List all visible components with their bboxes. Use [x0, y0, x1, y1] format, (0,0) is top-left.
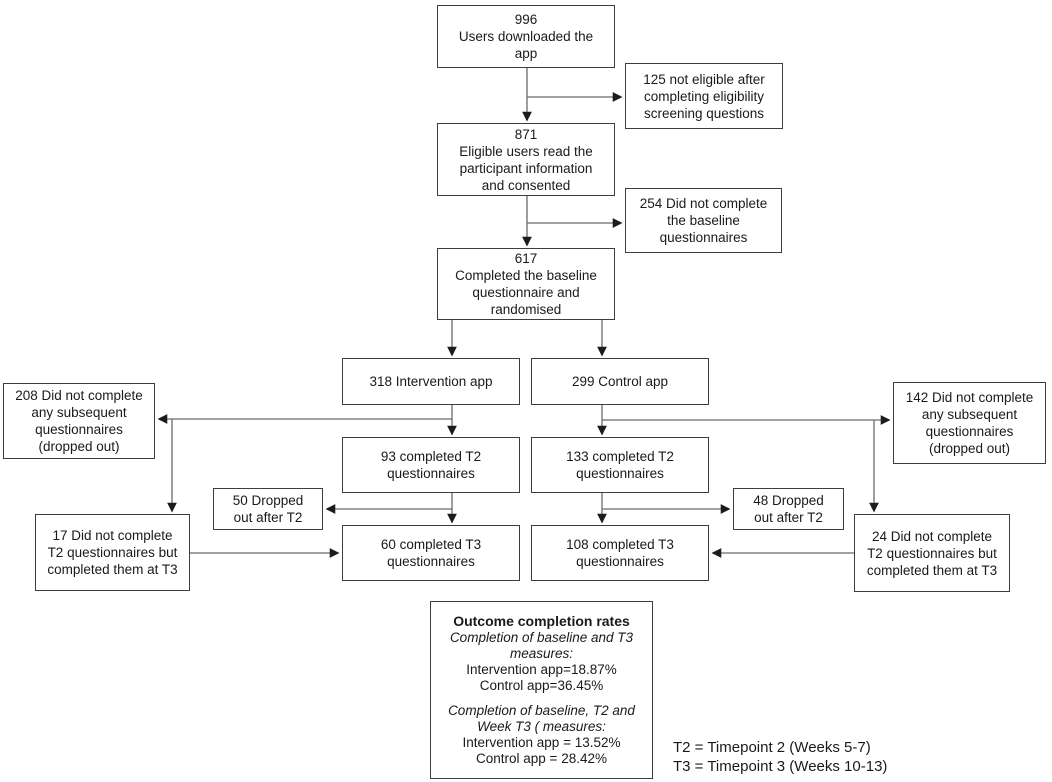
box-outcome-completion-rates: Outcome completion rates Completion of b…	[430, 601, 653, 779]
outcome-section2-control: Control app = 28.42%	[476, 751, 607, 766]
box-no-baseline: 254 Did not complete the baseline questi…	[625, 188, 782, 253]
box-intervention-t2-completed: 93 completed T2 questionnaires	[342, 437, 520, 493]
outcome-section2-intervention: Intervention app = 13.52%	[462, 735, 621, 750]
outcome-section1-intervention: Intervention app=18.87%	[466, 662, 617, 677]
outcome-section2-heading: Completion of baseline, T2 and Week T3 (…	[448, 703, 635, 734]
box-control-app: 299 Control app	[531, 358, 709, 405]
box-users-downloaded: 996 Users downloaded the app	[437, 5, 615, 68]
box-intervention-dropped-after-t2: 50 Dropped out after T2	[213, 488, 323, 530]
box-control-t3-only: 24 Did not complete T2 questionnaires bu…	[854, 514, 1010, 592]
box-intervention-app: 318 Intervention app	[342, 358, 520, 405]
box-control-dropout: 142 Did not complete any subsequent ques…	[893, 382, 1046, 464]
box-intervention-t3-only: 17 Did not complete T2 questionnaires bu…	[35, 514, 190, 591]
box-intervention-t3-completed: 60 completed T3 questionnaires	[342, 525, 520, 581]
box-eligible-consented: 871 Eligible users read the participant …	[437, 123, 615, 196]
box-not-eligible: 125 not eligible after completing eligib…	[625, 63, 783, 129]
box-baseline-randomised: 617 Completed the baseline questionnaire…	[437, 248, 615, 320]
timepoint-legend: T2 = Timepoint 2 (Weeks 5-7) T3 = Timepo…	[673, 739, 888, 775]
box-control-dropped-after-t2: 48 Dropped out after T2	[733, 488, 844, 530]
outcome-title: Outcome completion rates	[453, 613, 630, 629]
box-control-t3-completed: 108 completed T3 questionnaires	[531, 525, 709, 581]
outcome-section1-heading: Completion of baseline and T3 measures:	[449, 630, 634, 661]
box-intervention-dropout: 208 Did not complete any subsequent ques…	[3, 383, 155, 459]
box-control-t2-completed: 133 completed T2 questionnaires	[531, 437, 709, 493]
outcome-section1-control: Control app=36.45%	[479, 678, 604, 693]
